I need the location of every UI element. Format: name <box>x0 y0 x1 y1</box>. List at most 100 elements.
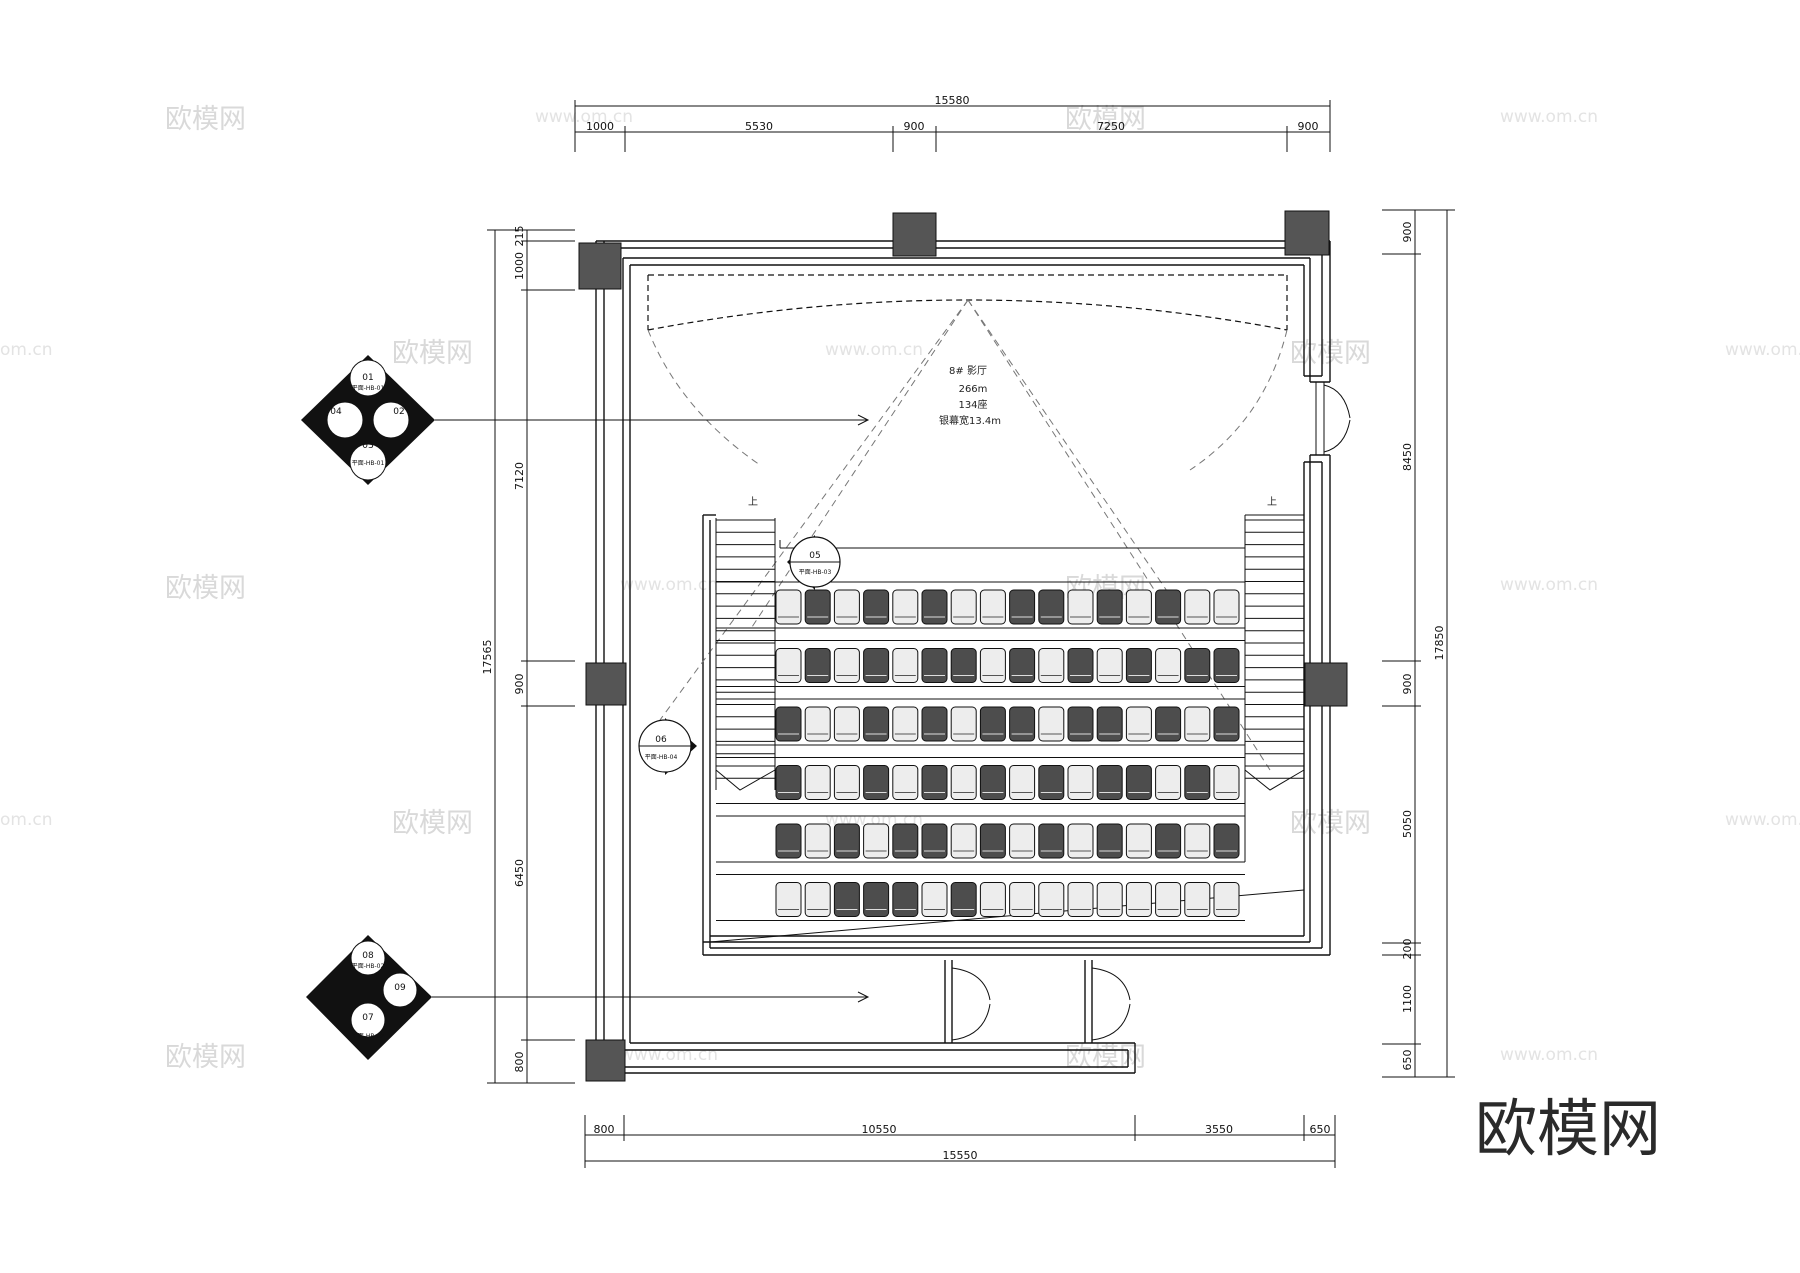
seat <box>775 765 802 800</box>
seat <box>804 589 831 625</box>
dim-right-seg: 650 <box>1401 1050 1414 1071</box>
room-screen-width: 银幕宽13.4m <box>939 414 1001 427</box>
seat <box>1038 823 1065 859</box>
watermark-brand: 欧模网 <box>1065 104 1146 135</box>
left-dimension-chain <box>487 229 575 1084</box>
dim-top-total: 15580 <box>935 94 970 107</box>
seat <box>1038 765 1065 800</box>
door-bottom-left[interactable] <box>951 967 991 1041</box>
dim-right-seg: 200 <box>1401 939 1414 960</box>
room-seats: 134座 <box>958 398 987 411</box>
right-dimension-chain <box>1382 209 1455 1078</box>
seat <box>1067 706 1094 742</box>
seat <box>979 882 1006 917</box>
dim-left-seg: 900 <box>513 674 526 695</box>
watermark-brand: 欧模网 <box>392 808 473 839</box>
dim-bottom-seg: 10550 <box>862 1123 897 1136</box>
seat <box>1038 706 1065 742</box>
seat <box>950 589 977 625</box>
seat <box>863 823 890 859</box>
seat <box>775 882 802 917</box>
seat <box>775 706 802 742</box>
seat <box>833 765 860 800</box>
seat <box>950 765 977 800</box>
watermark-brand: 欧模网 <box>165 1042 246 1073</box>
watermark-url: www.om.cn <box>1500 1045 1598 1065</box>
seat <box>1096 589 1123 625</box>
seat <box>1067 589 1094 625</box>
dim-left-total: 17565 <box>481 640 494 675</box>
section-num: 06 <box>655 735 667 745</box>
dim-top-seg: 7250 <box>1097 120 1125 133</box>
seat <box>833 882 860 917</box>
seat <box>1096 648 1123 683</box>
seat <box>1184 589 1211 625</box>
section-callout-05[interactable]: 05 平面-HB-03 <box>787 535 841 590</box>
seat <box>1125 648 1152 683</box>
watermark-url: www.om.cn <box>620 575 718 595</box>
seat <box>833 706 860 742</box>
seat <box>1125 589 1152 625</box>
dim-right-seg: 1100 <box>1401 985 1414 1013</box>
seat <box>950 823 977 859</box>
seat <box>863 648 890 683</box>
seat <box>892 765 919 800</box>
elevation-callout-upper[interactable]: 01 02 03 04 平面-HB-01 平面-HB-01 <box>301 355 870 485</box>
seat <box>1038 648 1065 683</box>
seat <box>1096 823 1123 859</box>
elev-ref: 平面-HB-01 <box>352 460 385 467</box>
seat <box>1009 648 1036 683</box>
section-ref: 平面-HB-04 <box>645 754 678 761</box>
door-bottom-right[interactable] <box>1091 967 1131 1041</box>
dim-top-seg: 900 <box>904 120 925 133</box>
seat <box>1009 882 1036 917</box>
dim-left-seg: 1000 <box>513 252 526 280</box>
watermark-url: www.om.cn <box>620 1045 718 1065</box>
seat <box>1155 882 1182 917</box>
seat <box>1125 706 1152 742</box>
seat <box>1155 823 1182 859</box>
seat <box>979 648 1006 683</box>
dim-bottom-seg: 3550 <box>1205 1123 1233 1136</box>
seat <box>1009 706 1036 742</box>
seat <box>921 589 948 625</box>
elev-num: 08 <box>362 951 374 961</box>
seat <box>804 882 831 917</box>
seat <box>1009 823 1036 859</box>
seat <box>1067 823 1094 859</box>
watermark-url: www.om.cn <box>1725 340 1800 360</box>
top-dimension-chain <box>574 100 1331 152</box>
watermark-url: www.om.cn <box>825 340 923 360</box>
seat <box>979 706 1006 742</box>
seat <box>1096 706 1123 742</box>
dim-right-seg: 900 <box>1401 222 1414 243</box>
dim-right-seg: 900 <box>1401 674 1414 695</box>
elevation-callout-lower[interactable]: 08 09 07 平面-HB-02 平面-HB-02 <box>306 935 870 1060</box>
brand-logo-text: 欧模网 <box>1475 1092 1661 1165</box>
seat <box>1184 823 1211 859</box>
seat <box>1067 648 1094 683</box>
seat <box>1067 882 1094 917</box>
seat <box>804 706 831 742</box>
stair-up-left: 上 <box>748 496 758 508</box>
seat <box>921 882 948 917</box>
stair-left <box>715 518 776 791</box>
seat <box>1125 823 1152 859</box>
room-name: 8# 影厅 <box>949 365 987 377</box>
seat <box>1155 648 1182 683</box>
watermark-url: www.om.cn <box>1500 575 1598 595</box>
seat <box>979 589 1006 625</box>
dim-top-seg: 900 <box>1298 120 1319 133</box>
section-callout-06[interactable]: 06 平面-HB-04 <box>638 718 697 775</box>
screen-arc <box>647 274 1288 331</box>
seat <box>921 648 948 683</box>
seat <box>921 765 948 800</box>
door-right[interactable] <box>1315 382 1351 455</box>
seat <box>892 648 919 683</box>
seat <box>892 882 919 917</box>
elev-ref: 平面-HB-02 <box>352 1033 385 1040</box>
seat <box>863 706 890 742</box>
watermark-brand: 欧模网 <box>165 573 246 604</box>
seat <box>804 765 831 800</box>
watermark-brand: 欧模网 <box>392 338 473 369</box>
